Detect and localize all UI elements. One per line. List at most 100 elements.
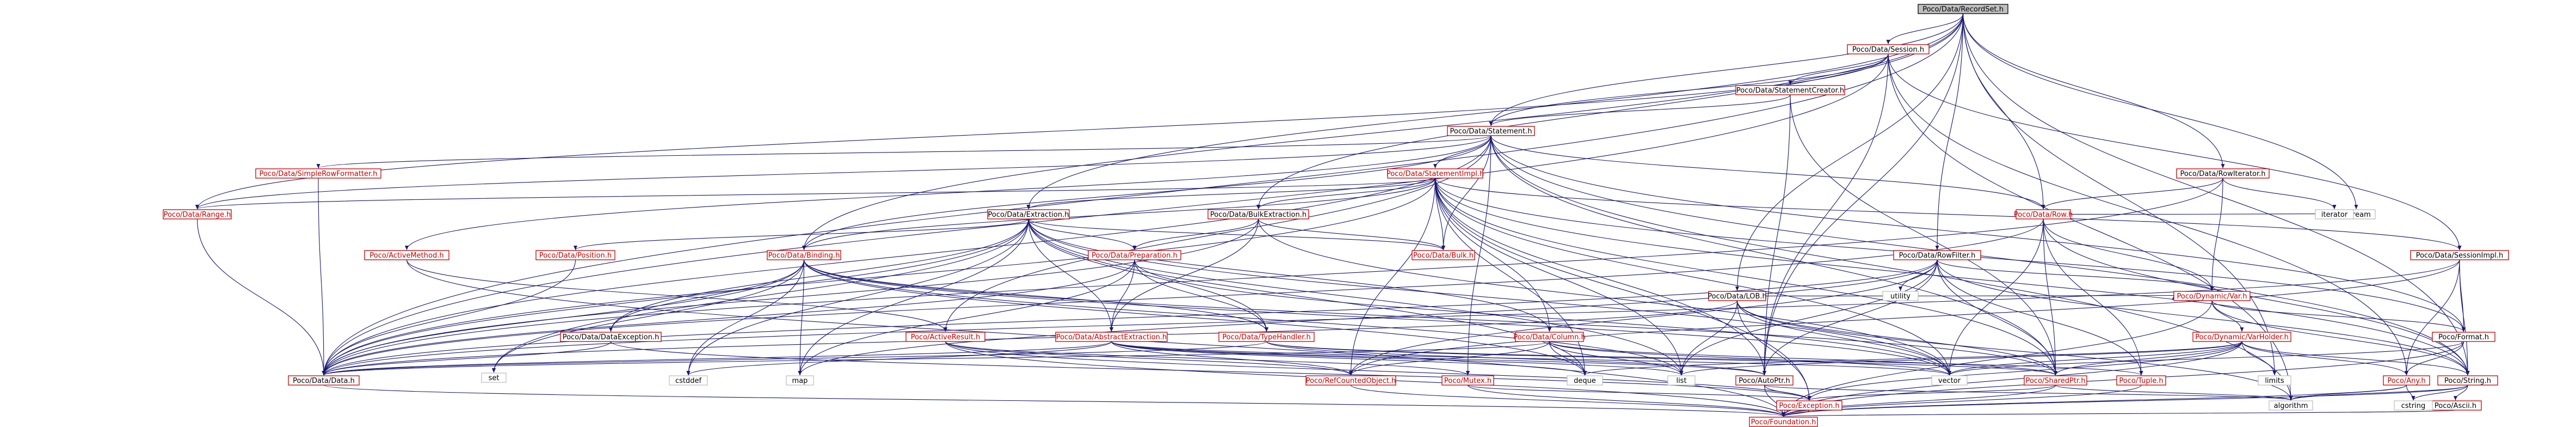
include-edge [1349, 341, 1550, 376]
node-cstring: cstring [2394, 400, 2433, 411]
node-box [2383, 375, 2430, 386]
include-edge [1549, 341, 1587, 376]
include-edge [322, 341, 1267, 376]
include-edge [195, 178, 1436, 210]
include-edge [802, 135, 1492, 251]
include-edge [945, 341, 1470, 376]
node-label: Poco/Dynamic/Var.h [2177, 292, 2247, 301]
node-binding[interactable]: Poco/Data/Binding.h [767, 250, 841, 260]
include-edge [322, 178, 2223, 376]
node-statement[interactable]: Poco/Data/Statement.h [1447, 126, 1535, 136]
include-edge [1434, 178, 1684, 376]
node-range[interactable]: Poco/Data/Range.h [163, 209, 232, 219]
node-abstractextraction[interactable]: Poco/Data/AbstractExtraction.h [1055, 332, 1168, 342]
node-data[interactable]: Poco/Data/Data.h [288, 375, 360, 386]
include-edge [1782, 410, 1810, 417]
node-box [1515, 332, 1584, 342]
node-dataexception[interactable]: Poco/Data/DataException.h [560, 332, 662, 342]
node-iterator: iterator [2315, 209, 2354, 219]
node-label: Poco/Data/Statement.h [1450, 127, 1532, 136]
node-recordset: Poco/Data/RecordSet.h [1918, 4, 2008, 14]
node-label: list [1676, 377, 1686, 385]
node-box [2176, 168, 2270, 179]
node-label: Poco/Foundation.h [1751, 418, 1816, 426]
node-exception[interactable]: Poco/Exception.h [1776, 400, 1842, 411]
node-activeresult[interactable]: Poco/ActiveResult.h [905, 332, 985, 342]
node-stmtcreator[interactable]: Poco/Data/StatementCreator.h [1735, 85, 1845, 95]
node-box [1749, 417, 1818, 427]
node-box [1207, 209, 1309, 219]
node-lob[interactable]: Poco/Data/LOB.h [1708, 291, 1767, 301]
include-edge [1762, 94, 1791, 376]
include-edge [1266, 341, 2057, 376]
node-any[interactable]: Poco/Any.h [2383, 375, 2430, 386]
include-edge [1134, 259, 1951, 376]
include-edge [2055, 385, 2293, 401]
include-edge [322, 259, 805, 376]
node-label: Poco/SharedPtr.h [2025, 377, 2085, 385]
include-edge [322, 259, 1938, 376]
node-stmtimpl[interactable]: Poco/Data/StatementImpl.h [1386, 168, 1484, 179]
node-autoptr[interactable]: Poco/AutoPtr.h [1735, 375, 1794, 386]
node-box [2116, 375, 2166, 386]
node-bulk[interactable]: Poco/Data/Bulk.h [1412, 250, 1475, 260]
include-edge [1490, 135, 2045, 210]
include-edge [1434, 178, 1587, 376]
node-label: Poco/Data/Session.h [1852, 46, 1924, 54]
node-sessionimpl[interactable]: Poco/Data/SessionImpl.h [2410, 250, 2509, 260]
include-edge [609, 259, 805, 332]
node-foundation[interactable]: Poco/Foundation.h [1749, 417, 1818, 427]
include-edge [803, 259, 2057, 376]
include-edge [1266, 341, 1766, 376]
node-session[interactable]: Poco/Data/Session.h [1847, 44, 1930, 54]
node-ascii[interactable]: Poco/Ascii.h [2429, 400, 2482, 411]
node-label: algorithm [2274, 402, 2308, 410]
include-edge [1028, 218, 1684, 376]
node-simplerowfmt[interactable]: Poco/Data/SimpleRowFormatter.h [255, 168, 381, 179]
node-rowfilter[interactable]: Poco/Data/RowFilter.h [1893, 250, 1981, 260]
node-extraction[interactable]: Poco/Data/Extraction.h [987, 209, 1070, 219]
node-refcounted[interactable]: Poco/RefCountedObject.h [1305, 375, 1396, 386]
node-box [2024, 375, 2087, 386]
node-row[interactable]: Poco/Data/Row.h [2014, 209, 2073, 219]
include-edge [1898, 259, 1938, 291]
include-edge [1026, 178, 1436, 210]
include-edge [1490, 135, 2057, 376]
node-rowiterator[interactable]: Poco/Data/RowIterator.h [2176, 168, 2270, 179]
node-tuple[interactable]: Poco/Tuple.h [2116, 375, 2166, 386]
include-edge [1028, 218, 1445, 251]
include-edge [1349, 259, 1938, 376]
node-label: Poco/Data/Bulk.h [1413, 252, 1474, 260]
include-edge [2211, 300, 2244, 332]
node-map: map [786, 375, 814, 386]
node-column[interactable]: Poco/Data/Column.h [1513, 332, 1586, 342]
include-edge [1028, 218, 1114, 332]
node-list: list [1667, 375, 1696, 386]
node-mutex[interactable]: Poco/Mutex.h [1441, 375, 1494, 386]
node-label: set [489, 374, 500, 382]
node-typehandler[interactable]: Poco/Data/TypeHandler.h [1218, 332, 1315, 342]
node-position[interactable]: Poco/Data/Position.h [535, 250, 615, 260]
include-edge [1028, 218, 1951, 376]
node-varholder[interactable]: Poco/Dynamic/VarHolder.h [2192, 332, 2291, 342]
node-label: Poco/ActiveResult.h [911, 333, 981, 341]
include-edge [1256, 13, 1964, 210]
include-edge [1111, 341, 1353, 376]
node-box [1088, 250, 1181, 260]
include-edge [1736, 300, 1951, 376]
node-string[interactable]: Poco/String.h [2437, 375, 2498, 386]
include-edge [945, 341, 1811, 401]
node-label: Poco/Data/RowIterator.h [2180, 170, 2265, 178]
node-format[interactable]: Poco/Format.h [2432, 332, 2495, 342]
include-edge [1134, 259, 1268, 332]
include-edge [1434, 178, 2057, 376]
node-bulkextraction[interactable]: Poco/Data/BulkExtraction.h [1207, 209, 1309, 219]
include-edge [318, 178, 326, 376]
node-label: Poco/ActiveMethod.h [369, 252, 443, 260]
node-label: limits [2265, 377, 2284, 385]
node-dynvar[interactable]: Poco/Dynamic/Var.h [2173, 291, 2251, 301]
include-edge [322, 341, 1550, 376]
node-preparation[interactable]: Poco/Data/Preparation.h [1088, 250, 1181, 260]
node-activemethod[interactable]: Poco/ActiveMethod.h [364, 250, 449, 260]
node-sharedptr[interactable]: Poco/SharedPtr.h [2024, 375, 2087, 386]
